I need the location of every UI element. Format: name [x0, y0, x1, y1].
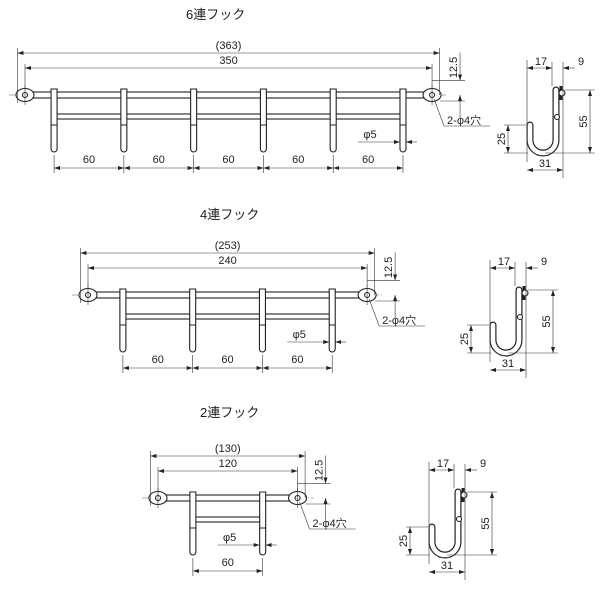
drawing-4-hook: 4連フック (253) 240 60 60 60 φ5 12.5 2-φ4穴 17 9 55 25 31: [72, 207, 558, 378]
hook-side-outline: [428, 488, 462, 559]
hook-pitch-label: 60: [152, 354, 164, 366]
side-view: 17 9 55 25 31: [398, 458, 497, 580]
side-view: 17 9 55 25 31: [459, 256, 558, 378]
drawing-title: 6連フック: [186, 7, 245, 22]
mount-hole-leader: [299, 501, 356, 530]
depth-label: 17: [535, 56, 547, 68]
drawing-title: 4連フック: [200, 207, 259, 222]
hook-pitch-label: 60: [291, 354, 303, 366]
hole-pitch-label: 240: [218, 255, 236, 267]
depth-label: 17: [498, 256, 510, 268]
hole-pitch-label: 350: [219, 55, 237, 67]
tip-height-label: 25: [496, 133, 508, 145]
mount-screw: [558, 89, 566, 97]
depth-label: 17: [437, 458, 449, 470]
hook-front: [399, 88, 407, 153]
hook-front: [329, 88, 337, 153]
hook-front: [189, 491, 197, 556]
hole-offset-label: 12.5: [383, 257, 395, 278]
hook-pitch-label: 60: [153, 154, 165, 166]
top-rail: [91, 291, 364, 299]
hook-side-outline: [526, 86, 560, 157]
hook-diameter-label: φ5: [293, 329, 306, 341]
hook-front: [189, 288, 197, 353]
width-label: 31: [539, 158, 551, 170]
hook-side-body: [429, 489, 461, 558]
joint-dot: [455, 515, 463, 523]
top-rail: [28, 91, 429, 99]
hook-pitch-label: 60: [83, 154, 95, 166]
lower-rail: [122, 313, 333, 320]
mount-holes-label: 2-φ4穴: [313, 516, 347, 530]
hook-front: [120, 88, 128, 153]
joint-dot: [516, 313, 524, 321]
hole-pitch-label: 120: [219, 458, 237, 470]
mount-holes-label: 2-φ4穴: [382, 313, 416, 327]
tip-height-label: 25: [459, 333, 471, 345]
hole-offset-label: 12.5: [314, 460, 326, 481]
hook-front: [190, 88, 198, 153]
hook-front: [259, 88, 267, 153]
hook-front: [328, 288, 336, 353]
mount-hole-leader: [433, 98, 491, 127]
width-label: 31: [441, 560, 453, 572]
lower-rail: [192, 516, 264, 523]
mount-screw: [460, 491, 468, 499]
drawing-2-hook: 2連フック (130) 120 60 φ5 12.5 2-φ4穴 17 9 55 25 31: [142, 405, 497, 580]
hook-diameter-label: φ5: [223, 532, 236, 544]
plate-label: 9: [578, 56, 584, 68]
mount-holes-label: 2-φ4穴: [447, 113, 481, 127]
tip-height-label: 25: [398, 535, 410, 547]
width-label: 31: [502, 358, 514, 370]
hole-offset-label: 12.5: [448, 57, 460, 78]
joint-dot: [553, 113, 561, 121]
hook-pitch-label: 60: [222, 154, 234, 166]
hook-pitch-label: 60: [362, 154, 374, 166]
top-rail: [161, 494, 295, 502]
plate-label: 9: [480, 458, 486, 470]
drawing-6-hook: 6連フック (363) 350 60 60 60 60 60 φ5 12.5 2-φ4穴 17 9 55 2…: [9, 7, 595, 178]
height-label: 55: [480, 517, 492, 529]
hook-front: [259, 491, 267, 556]
hook-side-body: [490, 287, 522, 356]
mount-hole-leader: [368, 298, 426, 327]
side-view: 17 9 55 25 31: [496, 56, 595, 178]
drawing-title: 2連フック: [200, 405, 259, 420]
hook-side-body: [527, 87, 559, 156]
hook-diameter-label: φ5: [363, 129, 376, 141]
hook-side-outline: [489, 286, 523, 357]
lower-rail: [53, 113, 404, 120]
hook-pitch-label: 60: [221, 354, 233, 366]
overall-length-label: (130): [215, 443, 241, 455]
hook-pitch-label: 60: [292, 154, 304, 166]
mount-screw: [521, 289, 529, 297]
hook-pitch-label: 60: [222, 557, 234, 569]
hook-front: [50, 88, 58, 153]
hook-front: [119, 288, 127, 353]
overall-length-label: (253): [215, 240, 241, 252]
overall-length-label: (363): [216, 40, 242, 52]
hook-front: [258, 288, 266, 353]
height-label: 55: [578, 115, 590, 127]
plate-label: 9: [541, 256, 547, 268]
height-label: 55: [541, 315, 553, 327]
